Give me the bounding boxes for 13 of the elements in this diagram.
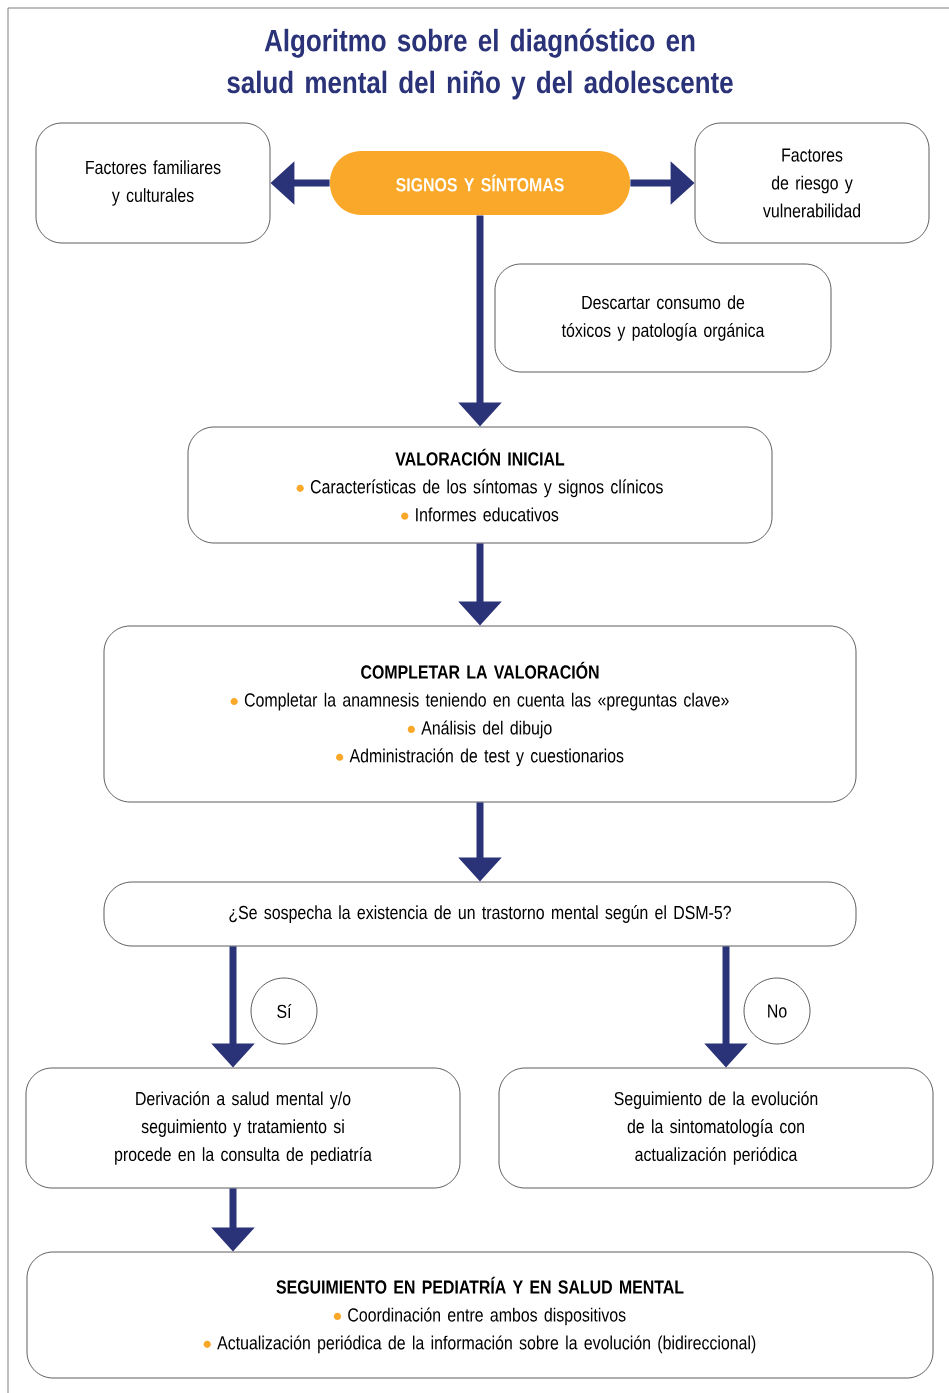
decision-box: ¿Se sospecha la existencia de un trastorno mental según el DSM-5? <box>103 881 857 947</box>
process-box: COMPLETAR LA VALORACIÓN Completar la anamnesis teniendo en cuenta las «preguntas clave» Análisis del dibujo Administración de test y cuestionarios <box>103 625 857 803</box>
process-box: Descartar consumo de tóxicos y patología orgánica <box>494 263 832 373</box>
title: Algoritmo sobre el diagnóstico en salud mental del niño y del adolescente <box>227 28 733 100</box>
process-box: Factores de riesgo y vulnerabilidad <box>694 122 930 244</box>
process-box: Derivación a salud mental y/o seguimiento y tratamiento si procede en la consulta de pediatría <box>25 1067 461 1189</box>
start-box: SIGNOS Y SÍNTOMAS <box>330 151 630 215</box>
process-box: Factores familiares y culturales <box>35 122 271 244</box>
process-box: SEGUIMIENTO EN PEDIATRÍA Y EN SALUD MENTAL Coordinación entre ambos dispositivos Actualización periódica de la información sobre la evolución (bidireccional) <box>26 1251 934 1379</box>
edge-label: Sí <box>250 977 318 1045</box>
edge-label: No <box>743 977 811 1045</box>
process-box: Seguimiento de la evolución de la sintomatología con actualización periódica <box>498 1067 934 1189</box>
process-box: VALORACIÓN INICIAL Características de los síntomas y signos clínicos Informes educativos <box>187 426 773 544</box>
